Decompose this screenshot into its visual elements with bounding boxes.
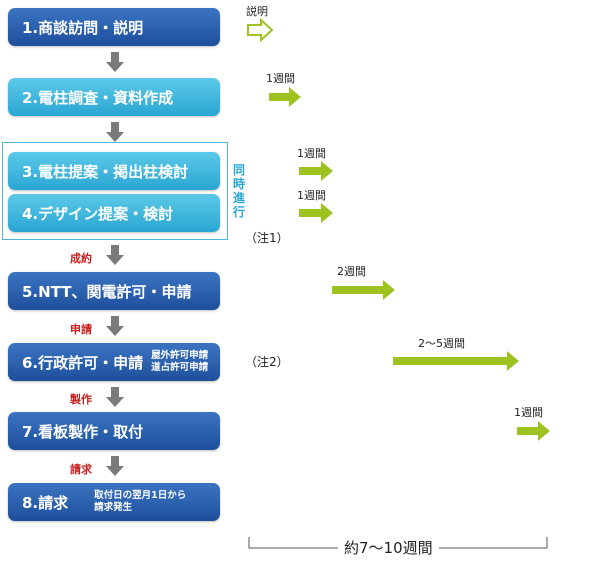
step-4-label: 4.デザイン提案・検討 bbox=[22, 204, 174, 223]
note-2: （注2） bbox=[245, 355, 289, 369]
step-7-label: 7.看板製作・取付 bbox=[22, 422, 144, 441]
duration-arrow-5-icon bbox=[332, 280, 395, 300]
duration-label-7: 1週間 bbox=[514, 406, 543, 419]
step-6-sub-1: 屋外許可申請 bbox=[151, 350, 209, 361]
down-arrow-3-icon bbox=[106, 245, 124, 265]
step-7-box: 7.看板製作・取付 bbox=[8, 412, 220, 450]
step-8-sub-2: 請求発生 bbox=[94, 502, 133, 513]
duration-arrow-7-icon bbox=[517, 421, 550, 441]
step-2-label: 2.電柱調査・資料作成 bbox=[22, 88, 174, 107]
step-8-label: 8.請求 bbox=[22, 493, 69, 512]
step-6-sublabel: 屋外許可申請 道占許可申請 bbox=[151, 350, 208, 374]
duration-arrow-2-icon bbox=[269, 87, 301, 107]
step-5-label: 5.NTT、関電許可・申請 bbox=[22, 282, 192, 301]
down-arrow-2-icon bbox=[106, 122, 124, 142]
duration-label-4: 1週間 bbox=[297, 189, 326, 202]
duration-label-2: 1週間 bbox=[266, 72, 295, 85]
step-1-label: 1.商談訪問・説明 bbox=[22, 18, 144, 37]
step-8-box: 8.請求 取付日の翌月1日から 請求発生 bbox=[8, 483, 220, 521]
label-make: 製作 bbox=[70, 393, 92, 406]
step-5-box: 5.NTT、関電許可・申請 bbox=[8, 272, 220, 310]
step-8-sub-1: 取付日の翌月1日から bbox=[94, 490, 187, 501]
duration-arrow-3-icon bbox=[299, 161, 333, 181]
step-3-box: 3.電柱提案・掲出柱検討 bbox=[8, 152, 220, 190]
hollow-arrow-icon bbox=[247, 18, 273, 42]
note-1: （注1） bbox=[245, 231, 289, 245]
label-contract: 成約 bbox=[70, 252, 92, 265]
down-arrow-6-icon bbox=[106, 456, 124, 476]
step-4-box: 4.デザイン提案・検討 bbox=[8, 194, 220, 232]
duration-label-5: 2週間 bbox=[337, 265, 366, 278]
duration-label-3: 1週間 bbox=[297, 147, 326, 160]
concurrent-group-box bbox=[2, 142, 228, 240]
duration-label-1: 説明 bbox=[246, 5, 268, 18]
step-6-label: 6.行政許可・申請 bbox=[22, 353, 144, 372]
down-arrow-4-icon bbox=[106, 316, 124, 336]
down-arrow-1-icon bbox=[106, 52, 124, 72]
duration-label-6: 2〜5週間 bbox=[418, 337, 465, 350]
step-3-label: 3.電柱提案・掲出柱検討 bbox=[22, 162, 189, 181]
duration-arrow-6-icon bbox=[393, 351, 519, 371]
step-8-sublabel: 取付日の翌月1日から 請求発生 bbox=[94, 490, 186, 514]
down-arrow-5-icon bbox=[106, 387, 124, 407]
duration-arrow-4-icon bbox=[299, 203, 333, 223]
label-bill: 請求 bbox=[70, 463, 92, 476]
total-duration: 約7〜10週間 bbox=[338, 537, 439, 559]
concurrent-label: 同時進行 bbox=[232, 163, 245, 219]
step-2-box: 2.電柱調査・資料作成 bbox=[8, 78, 220, 116]
label-apply: 申請 bbox=[70, 323, 92, 336]
step-1-box: 1.商談訪問・説明 bbox=[8, 8, 220, 46]
step-6-sub-2: 道占許可申請 bbox=[151, 362, 209, 373]
step-6-box: 6.行政許可・申請 屋外許可申請 道占許可申請 bbox=[8, 343, 220, 381]
